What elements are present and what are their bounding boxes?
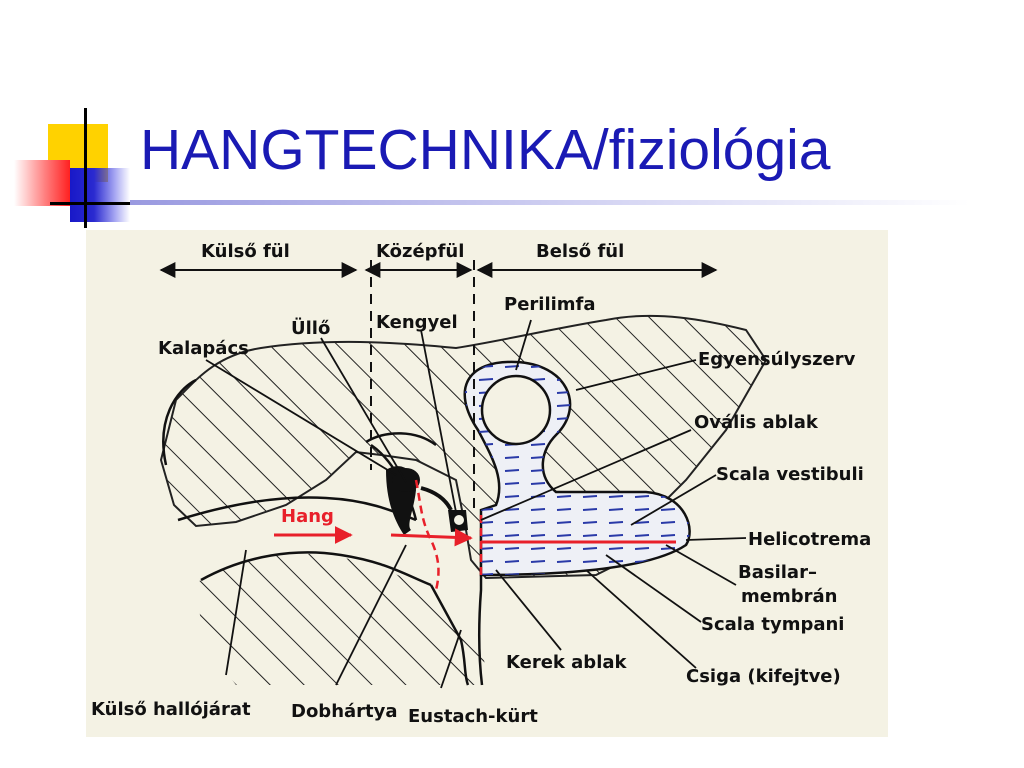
label-basilar-line2: membrán — [741, 586, 837, 607]
label-basilar-line1: Basilar– — [738, 562, 817, 583]
label-scala-vestibuli: Scala vestibuli — [716, 464, 864, 485]
inner-ear — [463, 360, 691, 577]
label-kengyel: Kengyel — [376, 312, 458, 333]
label-kulso-hallojarat: Külső hallójárat — [91, 699, 251, 720]
decor-red-square — [14, 160, 70, 206]
label-helicotrema: Helicotrema — [748, 529, 871, 550]
slide-title: HANGTECHNIKA/fiziológia — [140, 118, 831, 182]
label-ullo: Üllő — [291, 317, 330, 339]
ear-anatomy-diagram: Külső fül Középfül Belső fül Üllő Kengye… — [86, 230, 888, 737]
label-hang: Hang — [281, 506, 334, 527]
tympanic-vibration — [414, 479, 440, 591]
title-underline — [130, 200, 970, 205]
label-dobhartya: Dobhártya — [291, 701, 398, 722]
label-ovalis-ablak: Ovális ablak — [694, 412, 819, 433]
label-kozepful: Középfül — [376, 241, 464, 262]
label-scala-tympani: Scala tympani — [701, 614, 844, 635]
sound-arrow-inner — [390, 528, 473, 547]
decor-blue-square — [70, 168, 130, 222]
section-markers — [159, 260, 718, 510]
decor-vertical-line — [84, 108, 87, 228]
label-eustach-kurt: Eustach-kürt — [408, 706, 538, 727]
label-perilimfa: Perilimfa — [504, 294, 596, 315]
label-csiga: Csiga (kifejtve) — [686, 666, 841, 687]
label-belso-ful: Belső fül — [536, 241, 624, 262]
label-kulso-ful: Külső fül — [201, 241, 290, 262]
leader-lines — [205, 319, 747, 689]
sound-path — [274, 479, 483, 591]
ossicles — [386, 466, 468, 535]
diagram-canvas: Külső fül Középfül Belső fül Üllő Kengye… — [86, 230, 888, 737]
label-egyensulyszerv: Egyensúlyszerv — [698, 349, 856, 370]
label-kerek-ablak: Kerek ablak — [506, 652, 628, 673]
label-kalapacs: Kalapács — [158, 338, 249, 359]
